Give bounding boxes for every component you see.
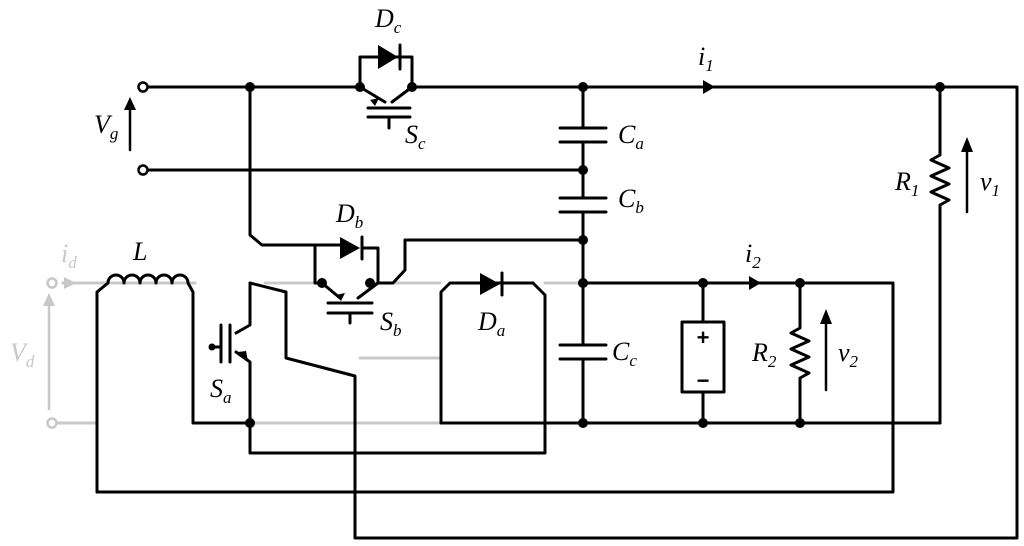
capacitor-string: Ca Cb Cc [558,85,644,425]
junction [245,418,255,428]
junction [245,82,255,92]
r1-label: R1 [894,167,919,200]
battery-plus: + [697,325,710,350]
diode-da: Da [439,271,535,425]
r1-resistor [929,85,951,425]
cb-label: Cb [618,184,644,217]
load-r1: R1 v1 [894,85,1000,425]
sb-arrow [336,293,345,301]
id-label: id [61,239,77,272]
top-wire-right-loop [248,85,1019,540]
junction [795,418,805,428]
sa-collector [234,281,252,335]
junction [578,165,588,175]
sa-label: Sa [210,374,232,407]
id-arrow-head [64,277,76,289]
sa-arrow [238,351,248,361]
da-left-wire [439,281,482,425]
db-diode-body [340,237,360,259]
junction [317,278,327,288]
i2-arrow-head [749,276,761,290]
junction [578,82,588,92]
source-bottom-terminal [46,417,58,429]
outer-loop-wire [95,281,895,494]
sb-to-cb-wire [376,238,585,285]
junction [355,82,365,92]
sb-emitter [356,281,380,300]
dc-diode-body [378,45,398,69]
battery-minus: − [697,368,710,393]
switch-sb: Db Sb [248,85,585,340]
i1-label: i1 [698,42,714,75]
dc-label: Dc [374,4,402,37]
vg-source: Vg [94,97,585,176]
r2-label: R2 [751,338,777,371]
inductor-coil [95,273,252,494]
da-label: Da [477,307,505,340]
source-top-terminal [46,277,58,289]
switch-sc: Dc Sc [358,4,426,153]
db-label: Db [335,199,363,232]
i1-arrow-head [703,80,715,94]
db-right-lead [360,246,380,285]
junction [365,278,375,288]
junctions [208,82,945,428]
sc-arrow [370,98,379,106]
junction [935,82,945,92]
l-label: L [132,237,147,266]
sb-label: Sb [380,307,402,340]
junction [578,278,588,288]
vd-label: Vd [10,338,35,371]
vd-arrow-head [43,293,55,306]
junction [698,278,708,288]
sa-gate-terminal [208,343,216,351]
v1-arrow-head [961,137,973,152]
v2-arrow-head [820,309,832,324]
i2-label: i2 [745,239,761,272]
sb-left-wire [248,85,324,285]
vg-arrow-head [124,97,136,110]
junction [698,418,708,428]
external-source: Vd id [10,239,585,429]
load-r2-battery: + − i2 R2 v2 [680,239,859,425]
v2-label: v2 [838,338,859,371]
inductor-l: L [95,237,895,494]
sc-label: Sc [405,120,426,153]
ca-label: Ca [618,120,644,153]
r2-resistor [789,281,811,425]
junction [578,235,588,245]
vg-bottom-terminal [137,164,149,176]
junction [795,278,805,288]
v1-label: v1 [980,167,1000,200]
vg-top-terminal [137,81,149,93]
junction [578,418,588,428]
cc-label: Cc [612,337,637,370]
da-diode-body [480,273,500,295]
vg-label: Vg [94,110,118,143]
junction [407,82,417,92]
top-rail: i1 [137,42,1019,540]
